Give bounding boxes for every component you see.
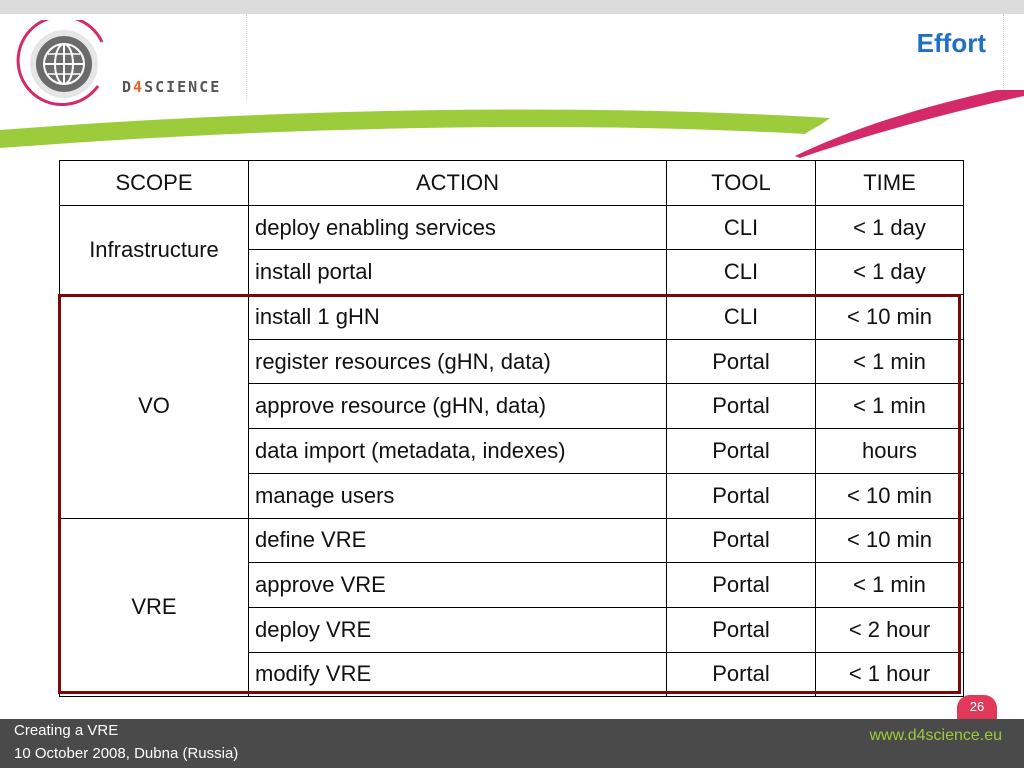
scope-cell: VRE	[59, 517, 249, 698]
table-row: VO install 1 gHN CLI < 10 min	[59, 294, 964, 519]
scope-cell: Infrastructure	[59, 204, 249, 296]
tool-cell: CLI	[666, 249, 816, 296]
tool-cell: Portal	[666, 383, 816, 430]
action-cell: manage users	[248, 472, 667, 519]
footer-date-location: 10 October 2008, Dubna (Russia)	[14, 745, 239, 762]
action-cell: deploy enabling services	[248, 204, 667, 251]
tool-cell: CLI	[666, 204, 816, 251]
footer: Creating a VRE 10 October 2008, Dubna (R…	[0, 719, 1024, 768]
tool-cell: Portal	[666, 651, 816, 698]
time-cell: < 10 min	[815, 517, 964, 564]
action-cell: deploy VRE	[248, 606, 667, 653]
table-row: Infrastructure deploy enabling services …	[59, 204, 964, 296]
scope-cell: VO	[59, 294, 249, 519]
action-cell: install 1 gHN	[248, 294, 667, 340]
globe-logo-icon	[16, 15, 104, 107]
action-cell: approve VRE	[248, 562, 667, 608]
tool-cell: Portal	[666, 338, 816, 385]
table-row: register resources (gHN, data) Portal < …	[60, 338, 964, 385]
tool-cell: Portal	[666, 562, 816, 608]
tool-cell: CLI	[666, 294, 816, 340]
time-cell: < 1 min	[815, 383, 964, 430]
action-cell: modify VRE	[248, 651, 667, 698]
time-cell: < 1 day	[815, 204, 964, 251]
slide-title: Effort	[916, 28, 986, 58]
footer-website-link[interactable]: www.d4science.eu	[869, 727, 1002, 744]
time-cell: hours	[815, 428, 964, 474]
header-time: TIME	[815, 160, 964, 206]
logo-accent: 4	[133, 78, 145, 96]
time-cell: < 10 min	[815, 472, 964, 519]
footer-presentation-title: Creating a VRE	[14, 722, 119, 739]
d4science-logo: D4SCIENCE	[14, 15, 254, 110]
time-cell: < 2 hour	[815, 606, 964, 653]
logo-wordmark: D4SCIENCE	[122, 78, 221, 96]
table-row: VRE define VRE Portal < 10 min	[59, 517, 964, 698]
table-header-row: SCOPE ACTION TOOL TIME	[59, 160, 964, 206]
header-scope: SCOPE	[59, 160, 249, 206]
header-divider-left	[246, 14, 247, 100]
time-cell: < 1 min	[815, 562, 964, 608]
table-row: approve VRE Portal < 1 min	[60, 562, 964, 608]
tool-cell: Portal	[666, 428, 816, 474]
table-row: deploy VRE Portal < 2 hour	[60, 606, 964, 653]
table-row: install portal CLI < 1 day	[60, 249, 964, 296]
top-bar	[0, 0, 1024, 14]
time-cell: < 10 min	[815, 294, 964, 340]
action-cell: install portal	[248, 249, 667, 296]
action-cell: data import (metadata, indexes)	[248, 428, 667, 474]
time-cell: < 1 min	[815, 338, 964, 385]
header-tool: TOOL	[666, 160, 816, 206]
logo-prefix: D	[122, 78, 134, 96]
action-cell: register resources (gHN, data)	[248, 338, 667, 385]
effort-table: SCOPE ACTION TOOL TIME Infrastructure de…	[59, 160, 964, 698]
tool-cell: Portal	[666, 472, 816, 519]
header-divider-right	[1003, 14, 1004, 100]
tool-cell: Portal	[666, 606, 816, 653]
page-number-badge: 26	[957, 695, 997, 721]
time-cell: < 1 day	[815, 249, 964, 296]
header-action: ACTION	[248, 160, 667, 206]
table-row: modify VRE Portal < 1 hour	[60, 651, 964, 698]
header-swoosh	[0, 90, 1024, 158]
table-row: data import (metadata, indexes) Portal h…	[60, 428, 964, 474]
time-cell: < 1 hour	[815, 651, 964, 698]
tool-cell: Portal	[666, 517, 816, 564]
table-row: approve resource (gHN, data) Portal < 1 …	[60, 383, 964, 430]
action-cell: define VRE	[248, 517, 667, 564]
action-cell: approve resource (gHN, data)	[248, 383, 667, 430]
table-row: manage users Portal < 10 min	[60, 472, 964, 519]
logo-suffix: SCIENCE	[144, 78, 222, 96]
